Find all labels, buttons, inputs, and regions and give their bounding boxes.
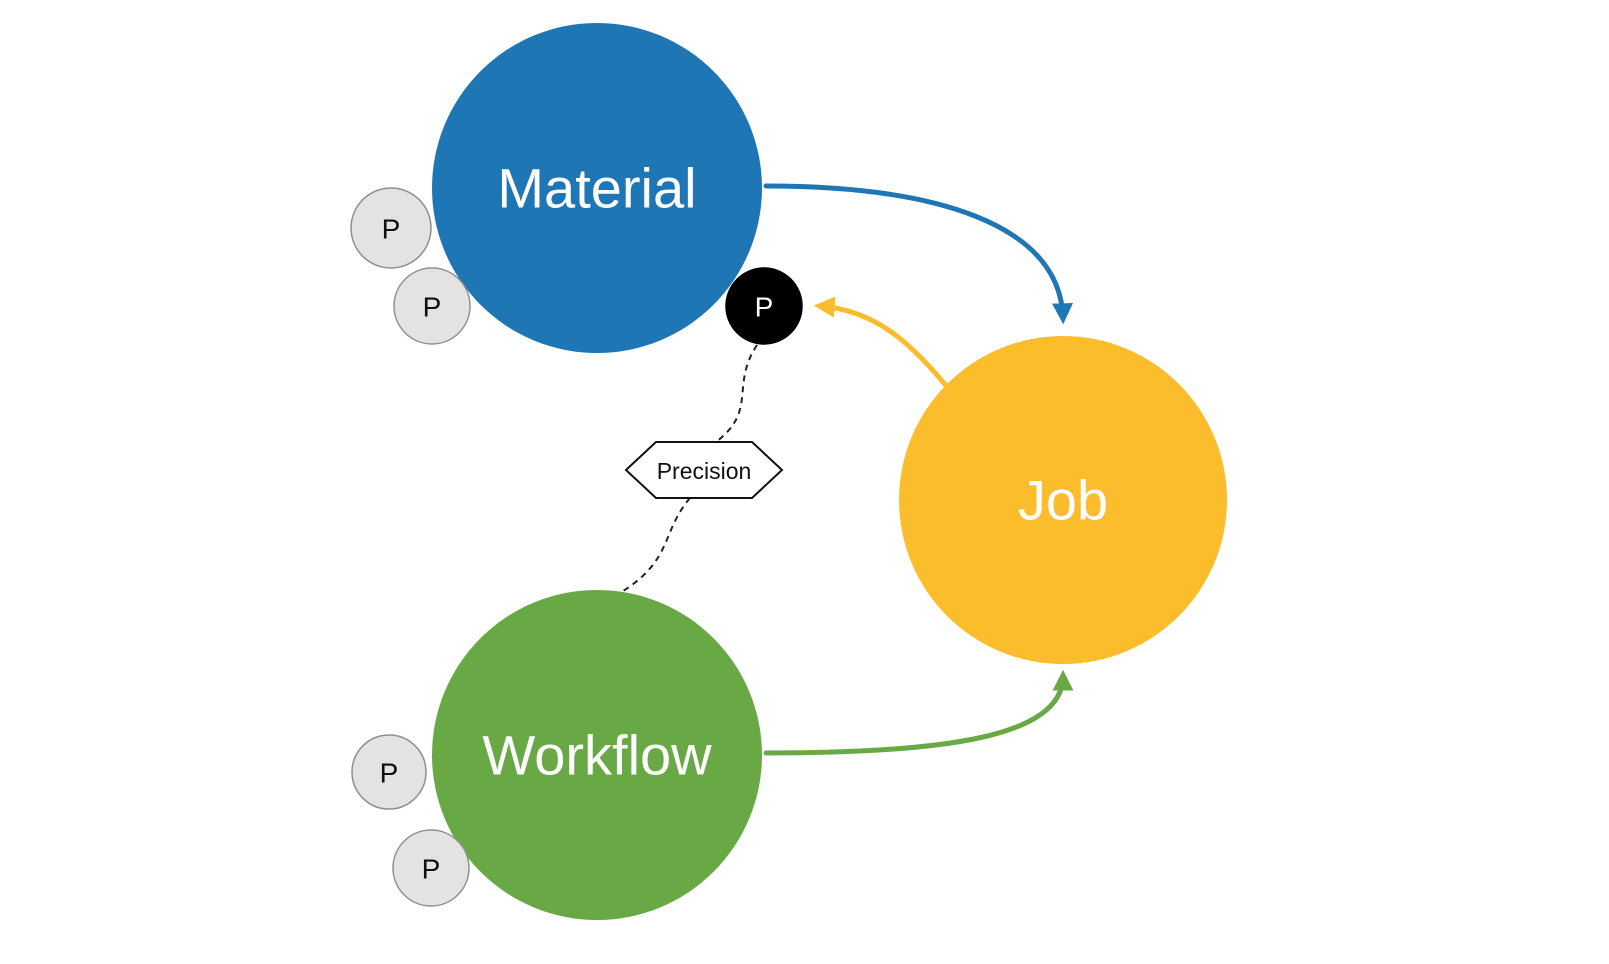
workflow-port-2-label: P (422, 854, 441, 885)
workflow-port-1 (351, 734, 427, 810)
node-job-label: Job (1018, 469, 1108, 532)
material-port-2 (393, 267, 471, 345)
node-material (432, 23, 762, 353)
edge-workflow-to-job (763, 669, 1074, 756)
edge-job-to-material-port (813, 296, 955, 396)
dashed-connector-lower (605, 497, 691, 602)
edge-material-to-job (763, 183, 1074, 325)
dashed-connector-upper (715, 344, 758, 443)
node-job (899, 336, 1227, 664)
material-port-1 (350, 187, 432, 269)
node-workflow (432, 590, 762, 920)
node-workflow-label: Workflow (482, 724, 712, 787)
material-port-2-label: P (423, 292, 442, 323)
material-port-black (725, 267, 803, 345)
material-port-1-label: P (382, 214, 401, 245)
workflow-port-1-label: P (380, 758, 399, 789)
precision-hexagon (624, 441, 784, 499)
material-port-black-label: P (755, 292, 774, 323)
precision-hexagon-label: Precision (657, 458, 752, 484)
workflow-port-2 (392, 829, 470, 907)
node-material-label: Material (497, 157, 696, 220)
